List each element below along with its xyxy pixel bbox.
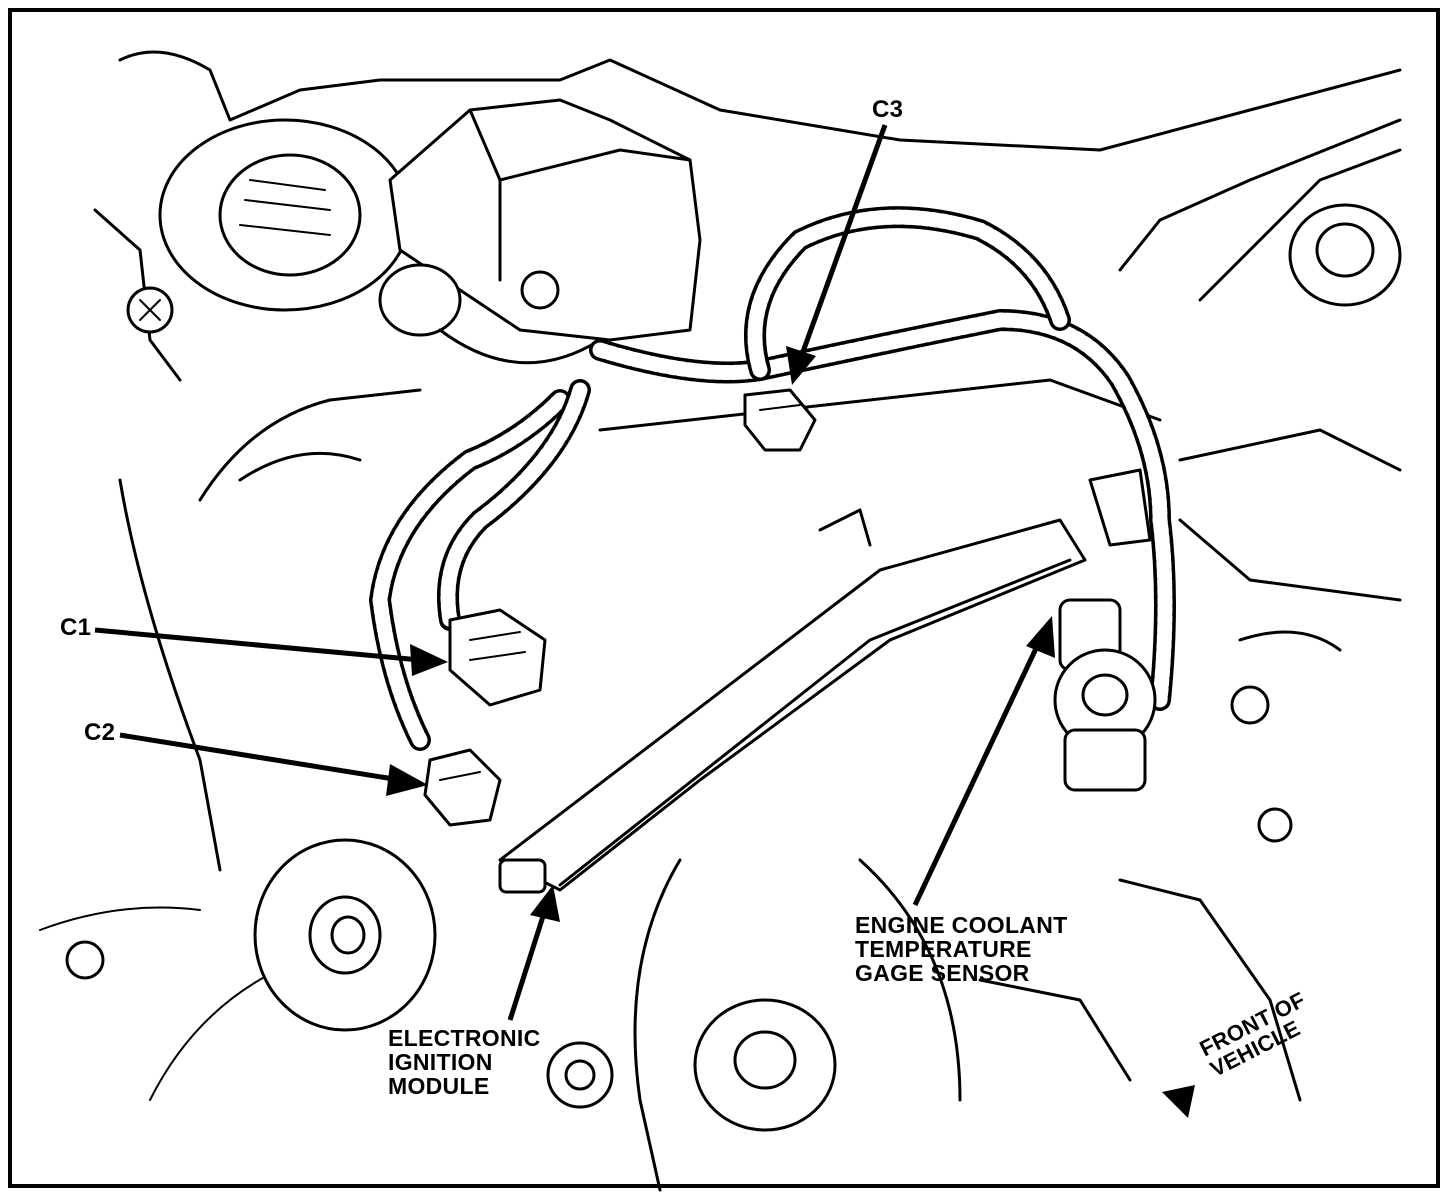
- connector-c1: [448, 608, 547, 707]
- pulley-center: [633, 858, 962, 1192]
- right-side-plug: [1230, 203, 1402, 843]
- callout-c2: C2: [84, 719, 116, 746]
- callout-ignition-module: ELECTRONIC IGNITION MODULE: [388, 1025, 541, 1100]
- coolant-sensor-fitting: [1053, 468, 1157, 792]
- wiring-harness: [368, 206, 1176, 751]
- callout-coolant-sensor: ENGINE COOLANT TEMPERATURE GAGE SENSOR: [855, 912, 1068, 987]
- ignition-module-plate: [498, 508, 1087, 894]
- coil-bracket: [378, 98, 702, 365]
- bolts: [65, 940, 614, 1109]
- distributor-cap: [126, 118, 412, 334]
- connector-c2: [423, 748, 502, 827]
- callout-c3: C3: [872, 96, 904, 123]
- callout-c1: C1: [60, 614, 92, 641]
- connector-c3: [743, 388, 817, 452]
- front-of-vehicle-arrow: [1162, 1085, 1195, 1118]
- pulley-left: [253, 838, 437, 1032]
- callout-arrows: [94, 124, 1055, 1021]
